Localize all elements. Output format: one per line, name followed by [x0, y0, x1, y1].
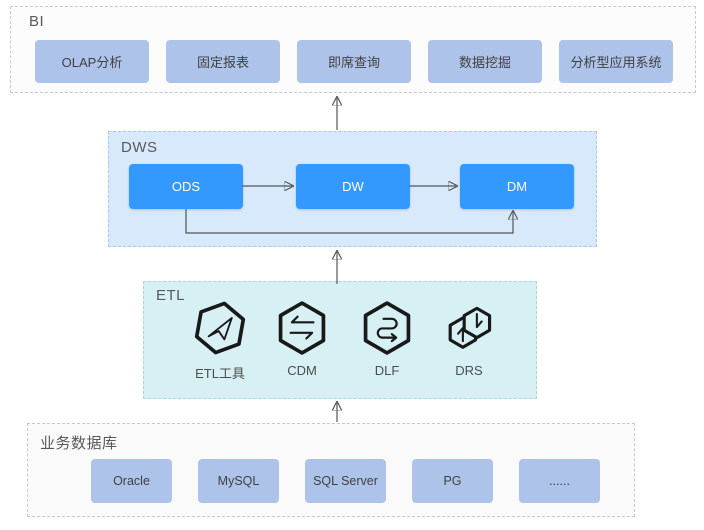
etl-tool-etl-gongju: ETL工具 — [175, 300, 265, 382]
db-box-others: ...... — [519, 459, 600, 503]
dws-box-dw: DW — [296, 164, 410, 209]
bi-box-data-mining: 数据挖掘 — [428, 40, 542, 83]
business-db-layer: 业务数据库 Oracle MySQL SQL Server PG ...... — [27, 423, 635, 517]
etl-layer-title: ETL — [156, 287, 186, 304]
bi-layer: BI OLAP分析 固定报表 即席查询 数据挖掘 分析型应用系统 — [10, 6, 696, 93]
db-box-oracle: Oracle — [91, 459, 172, 503]
business-db-layer-title: 业务数据库 — [40, 435, 118, 452]
sync-hexagons-icon — [439, 300, 499, 356]
dws-layer: DWS ODS DW DM — [108, 131, 597, 247]
dws-box-ods: ODS — [129, 164, 243, 209]
bi-box-fixed-report: 固定报表 — [166, 40, 280, 83]
dws-box-dm: DM — [460, 164, 574, 209]
db-box-mysql: MySQL — [198, 459, 279, 503]
dws-layer-title: DWS — [121, 139, 158, 156]
tool-label: DRS — [455, 363, 483, 378]
bi-layer-title: BI — [29, 13, 45, 30]
etl-tool-drs: DRS — [424, 300, 514, 378]
db-box-sqlserver: SQL Server — [305, 459, 386, 503]
pipeline-curve-icon — [359, 300, 415, 356]
tool-label: CDM — [287, 363, 317, 378]
etl-layer: ETL ETL工具 CDM — [143, 281, 537, 399]
etl-tool-dlf: DLF — [342, 300, 432, 378]
exchange-arrows-icon — [274, 300, 330, 356]
tool-label: DLF — [374, 363, 400, 378]
bi-box-olap-analysis: OLAP分析 — [35, 40, 149, 83]
bi-box-analytical-app: 分析型应用系统 — [559, 40, 673, 83]
etl-tool-cdm: CDM — [257, 300, 347, 378]
send-icon — [192, 300, 248, 356]
bi-box-adhoc-query: 即席查询 — [297, 40, 411, 83]
tool-label: ETL工具 — [195, 366, 245, 381]
db-box-pg: PG — [412, 459, 493, 503]
